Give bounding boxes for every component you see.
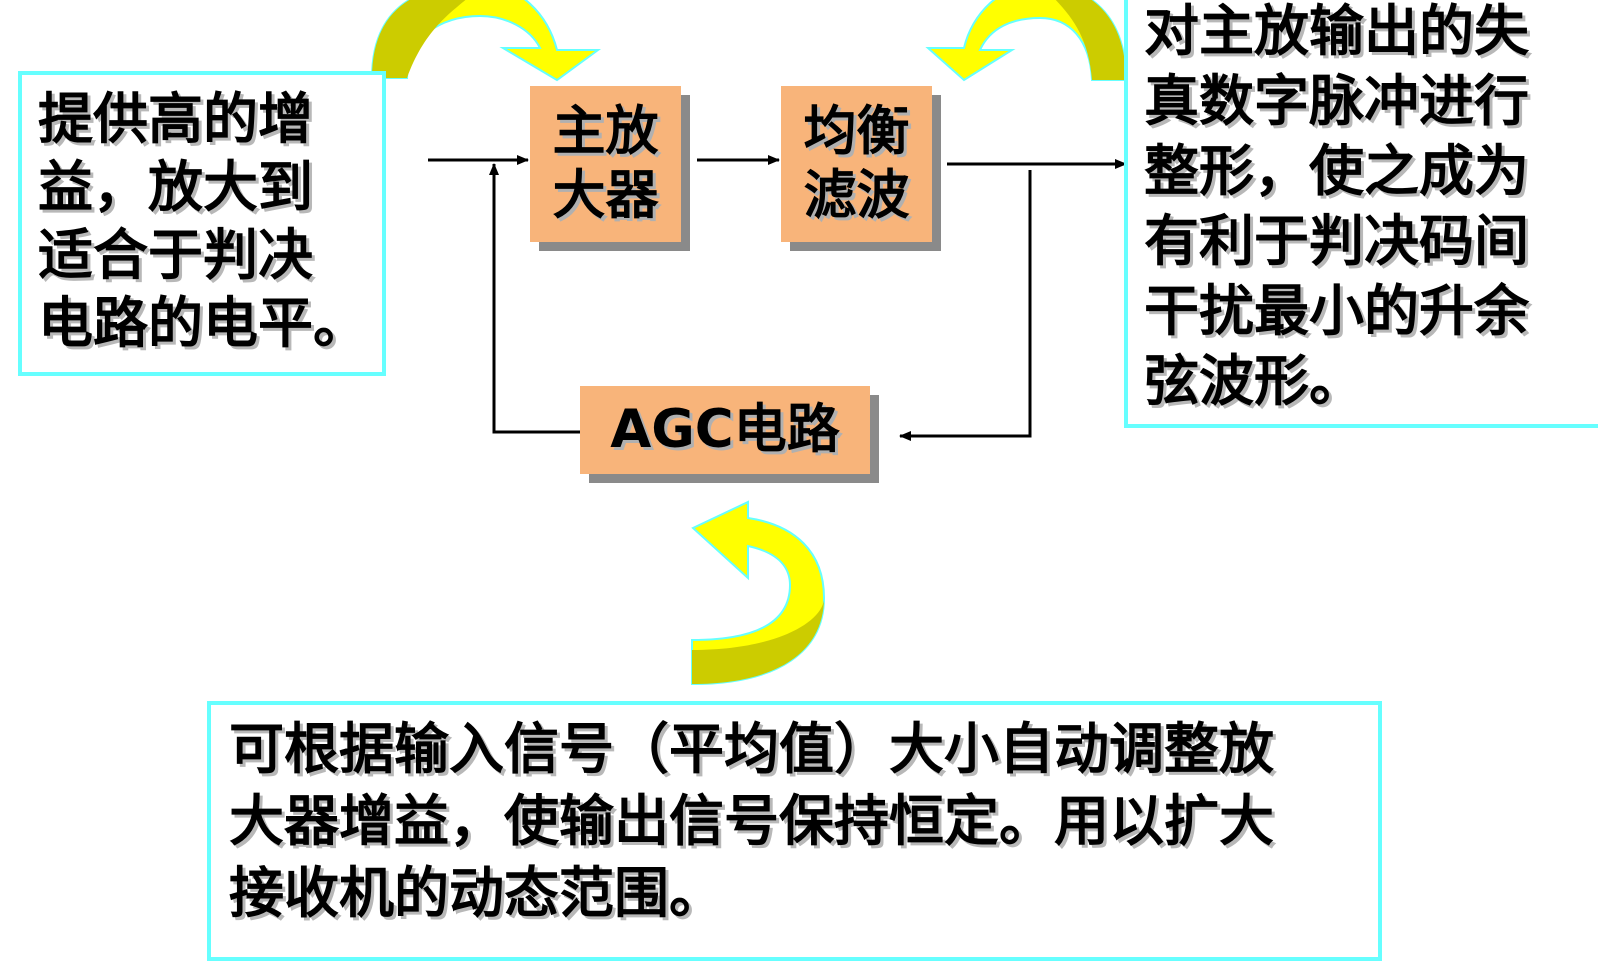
feedback-line-left xyxy=(489,163,580,434)
block-agc-circuit: AGC电路 xyxy=(580,386,870,474)
block-main-amplifier: 主放 大器 xyxy=(530,86,681,242)
curved-arrow-left-shade xyxy=(372,0,466,78)
feedback-line-right xyxy=(899,170,1032,441)
curved-arrow-bottom-shade xyxy=(692,598,824,684)
note-gain-description: 提供高的增 益，放大到 适合于判决 电路的电平。 xyxy=(18,71,386,376)
curved-arrow-right-shade xyxy=(1055,0,1126,80)
note-equalizer-description: 对主放输出的失 真数字脉冲进行 整形，使之成为 有利于判决码间 干扰最小的升余 … xyxy=(1124,0,1598,428)
block-equalizer-filter: 均衡 滤波 xyxy=(781,86,932,242)
note-agc-description: 可根据输入信号（平均值）大小自动调整放 大器增益，使输出信号保持恒定。用以扩大 … xyxy=(207,701,1382,961)
